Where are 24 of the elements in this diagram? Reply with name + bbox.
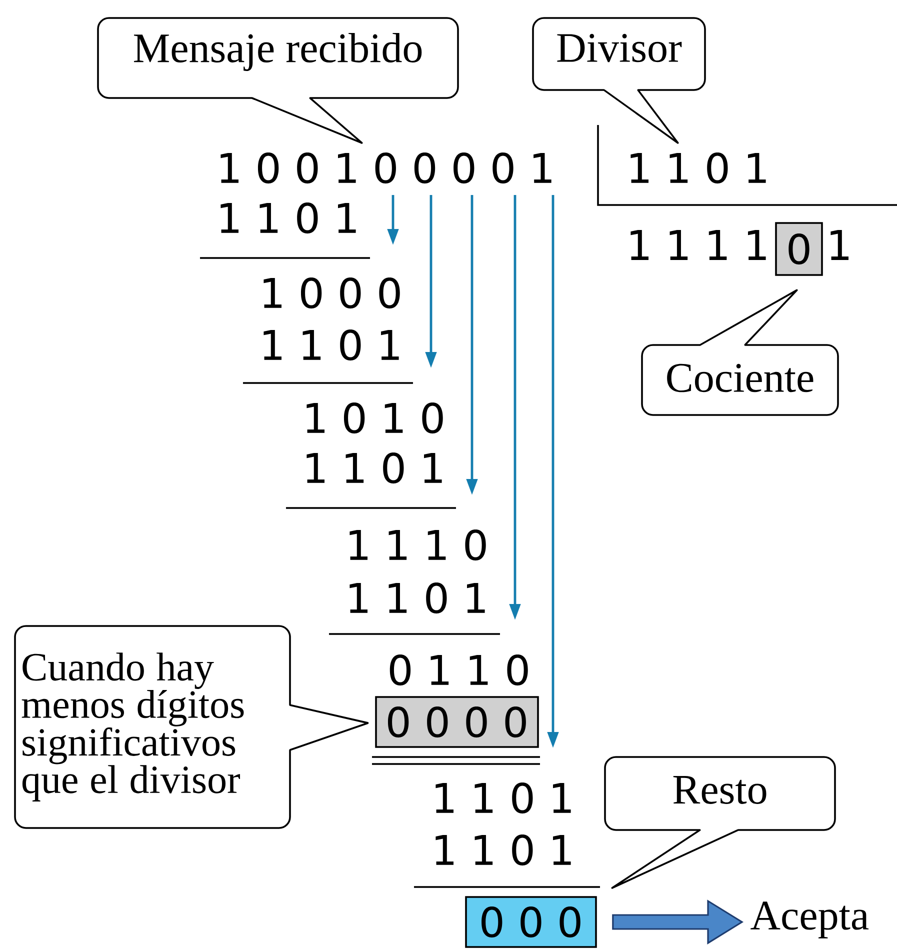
highlight-box: 0 — [775, 222, 823, 276]
digit-row: 1 1 0 1 — [306, 452, 442, 484]
digit-row: 1 — [830, 230, 848, 260]
digit-row: 1 0 0 0 — [264, 278, 400, 308]
callout-bubble: Mensaje recibido — [97, 17, 459, 144]
callout-bubble: Cociente — [641, 289, 839, 416]
highlight-box: 0 0 0 0 — [375, 696, 539, 748]
digit-row: 1 1 0 1 — [350, 582, 485, 614]
digit-row: 1 0 0 1 0 0 0 0 1 — [220, 152, 552, 184]
digit-row: 1 1 0 1 — [264, 330, 399, 360]
digit-row: 1 0 1 0 — [306, 402, 443, 434]
result-text: Acepta — [750, 902, 869, 938]
digit-row: 1 1 0 1 — [220, 202, 356, 234]
digit-row: 1 1 0 1 — [436, 782, 571, 814]
block-arrow — [612, 900, 744, 944]
digit-row: 1 1 0 1 — [436, 834, 571, 866]
callout-bubble: Resto — [604, 756, 836, 889]
digit-row: 1 1 0 1 — [630, 152, 766, 184]
callout-bubble: Divisor — [532, 17, 706, 144]
digit-row: 0 1 1 0 — [390, 654, 528, 686]
digit-row: 1 1 1 0 — [350, 530, 486, 560]
digit-row: 1 1 1 1 — [630, 230, 766, 260]
highlight-box: 0 0 0 — [465, 896, 597, 948]
callout-bubble: Cuando hay menos dígitos significativos que el divisor — [14, 625, 369, 829]
